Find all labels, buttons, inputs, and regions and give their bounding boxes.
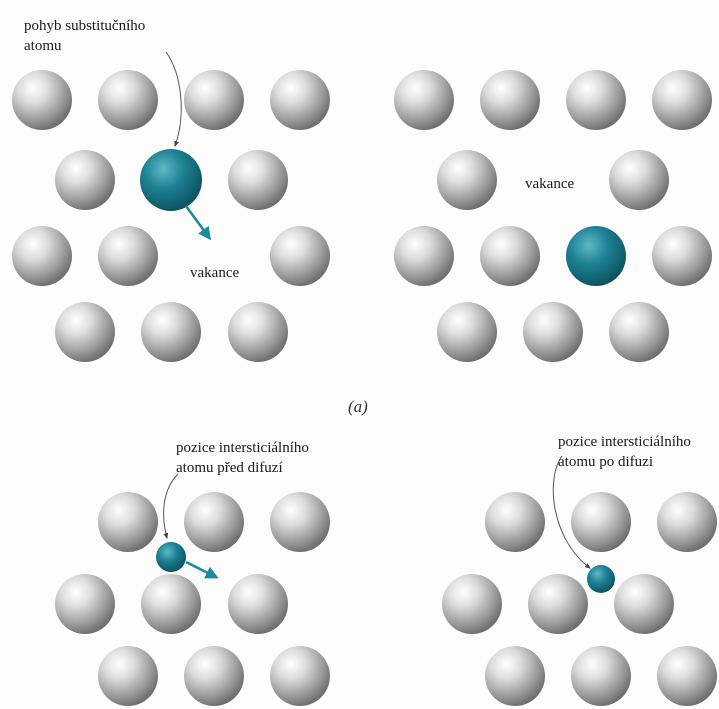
host-atom — [270, 492, 330, 552]
label-interstitial-after-line1: pozice intersticiálního — [558, 434, 691, 450]
label-leader-line — [165, 51, 182, 148]
host-atom — [55, 150, 115, 210]
label-vacancy: vakance — [190, 265, 239, 281]
label-interstitial-before-line1: pozice intersticiálního — [176, 440, 309, 456]
host-atom — [98, 226, 158, 286]
host-atom — [614, 574, 674, 634]
diffusion-arrow — [185, 560, 219, 579]
substitutional-atom — [566, 226, 626, 286]
diffusion-arrow — [184, 205, 212, 241]
host-atom — [442, 574, 502, 634]
host-atom — [141, 574, 201, 634]
host-atom — [55, 302, 115, 362]
label-moving-atom-line2: atomu — [24, 38, 62, 54]
interstitial-atom — [156, 542, 186, 572]
host-atom — [270, 70, 330, 130]
host-atom — [184, 70, 244, 130]
host-atom — [523, 302, 583, 362]
label-interstitial-before: pozice intersticiálního atomu před difuz… — [176, 440, 313, 476]
interstitial-atom — [587, 565, 615, 593]
label-moving-atom-line1: pohyb substitučního — [24, 18, 145, 34]
host-atom — [566, 70, 626, 130]
host-atom — [55, 574, 115, 634]
host-atoms — [12, 70, 330, 362]
label-interstitial-after: pozice intersticiálního atomu po difuzi — [558, 434, 695, 470]
panel-a-after: vakance — [394, 70, 712, 362]
host-atoms — [394, 70, 712, 362]
host-atom — [98, 70, 158, 130]
caption-a: (a) — [348, 397, 368, 416]
host-atom — [485, 646, 545, 706]
panel-b-after: pozice intersticiálního atomu po difuzi — [442, 434, 717, 706]
host-atom — [480, 226, 540, 286]
host-atom — [609, 302, 669, 362]
host-atom — [98, 646, 158, 706]
host-atom — [609, 150, 669, 210]
label-leader-line — [552, 455, 591, 569]
host-atom — [228, 150, 288, 210]
host-atom — [228, 302, 288, 362]
host-atom — [184, 492, 244, 552]
host-atom — [652, 70, 712, 130]
host-atom — [270, 646, 330, 706]
host-atom — [437, 150, 497, 210]
host-atom — [652, 226, 712, 286]
host-atom — [528, 574, 588, 634]
host-atom — [485, 492, 545, 552]
panel-b-before: pozice intersticiálního atomu před difuz… — [55, 440, 330, 706]
host-atom — [394, 226, 454, 286]
label-interstitial-after-line2: atomu po difuzi — [558, 454, 653, 470]
label-vacancy: vakance — [525, 176, 574, 192]
substitutional-atom — [140, 149, 202, 211]
label-leader-line — [163, 473, 179, 540]
host-atoms — [442, 492, 717, 706]
host-atom — [12, 70, 72, 130]
host-atom — [98, 492, 158, 552]
host-atoms — [55, 492, 330, 706]
host-atom — [480, 70, 540, 130]
host-atom — [12, 226, 72, 286]
host-atom — [657, 646, 717, 706]
label-interstitial-before-line2: atomu před difuzí — [176, 460, 283, 476]
host-atom — [184, 646, 244, 706]
host-atom — [394, 70, 454, 130]
host-atom — [437, 302, 497, 362]
host-atom — [141, 302, 201, 362]
label-moving-atom: pohyb substitučního atomu — [24, 18, 149, 54]
panel-a-before: pohyb substitučního atomu vakance — [12, 18, 330, 362]
host-atom — [270, 226, 330, 286]
host-atom — [228, 574, 288, 634]
host-atom — [657, 492, 717, 552]
host-atom — [571, 492, 631, 552]
host-atom — [571, 646, 631, 706]
